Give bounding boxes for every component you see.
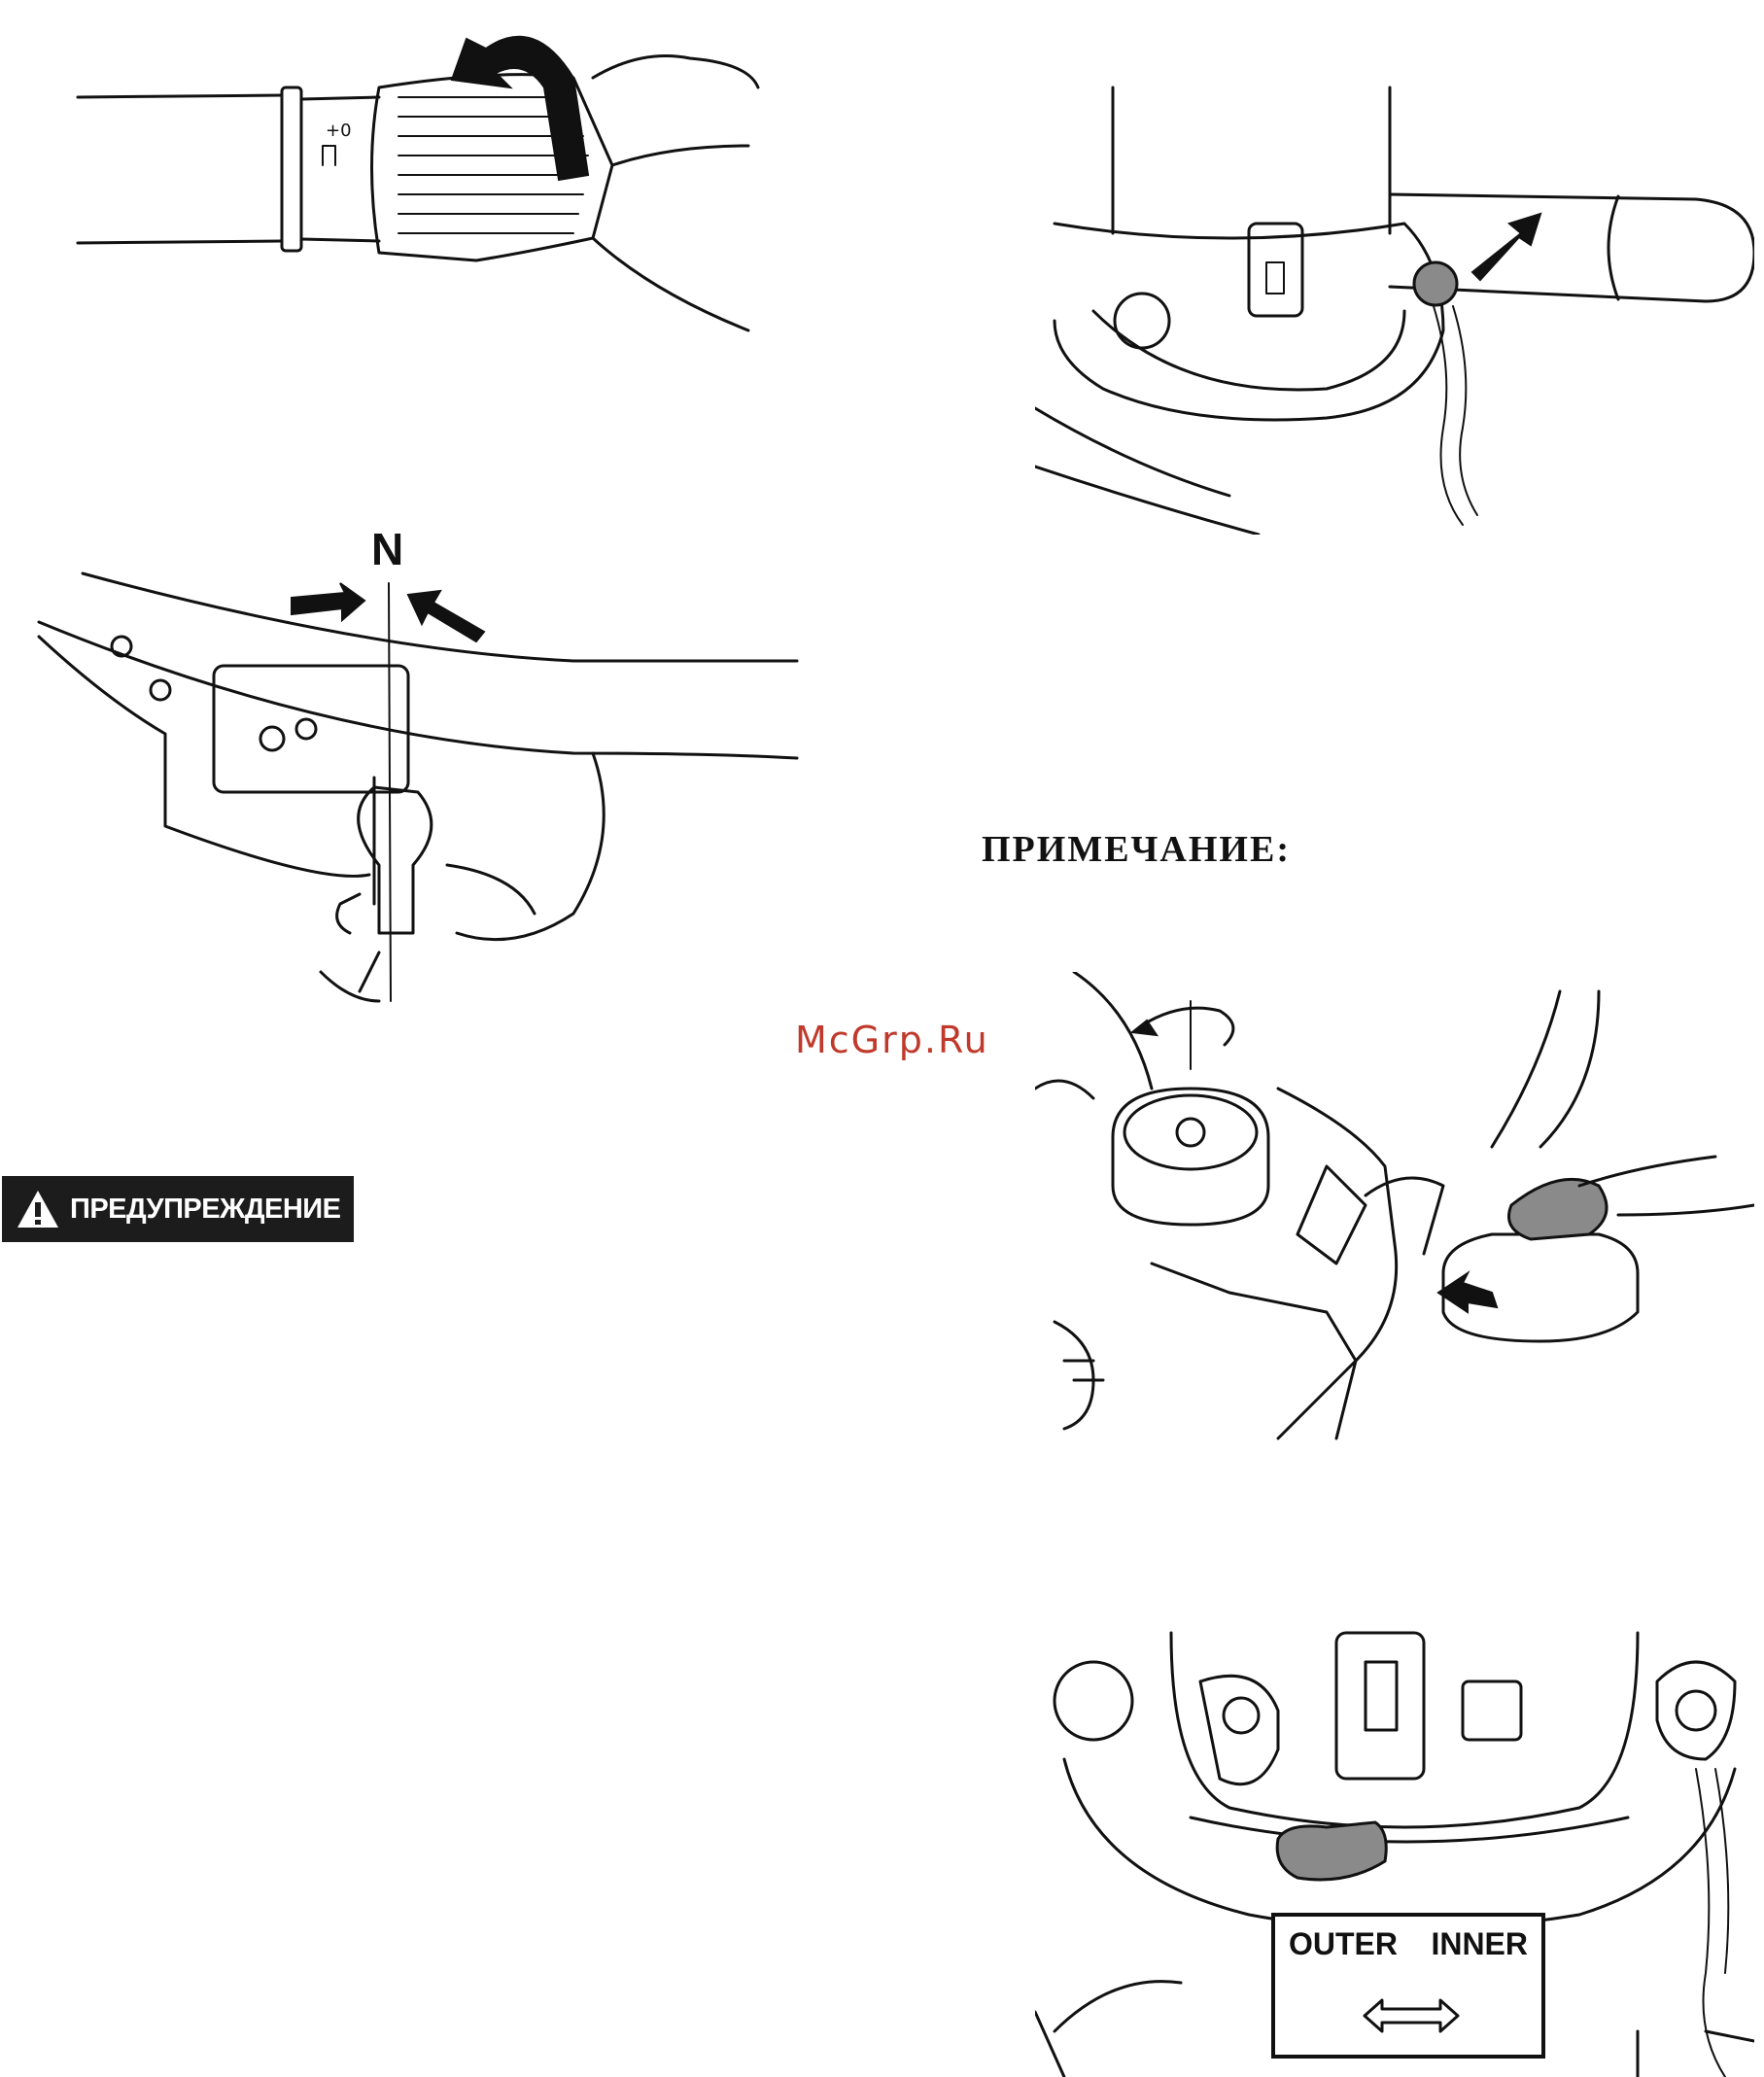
warning-badge: ПРЕДУПРЕЖДЕНИЕ [2,1176,354,1242]
warning-triangle-icon [16,1189,60,1229]
outer-label: OUTER [1289,1926,1398,1962]
watermark: McGrp.Ru [795,1019,989,1061]
throttle-grip-illustration: +0 [68,19,768,340]
shift-lever-neutral-illustration [29,544,807,1011]
inner-label: INNER [1431,1926,1528,1962]
double-arrow-icon [1363,1996,1460,2035]
warning-label: ПРЕДУПРЕЖДЕНИЕ [70,1194,340,1226]
svg-text:+0: +0 [326,121,352,141]
fuel-tank-cap-illustration [1035,972,1754,1448]
note-heading: ПРИМЕЧАНИЕ: [982,828,1291,871]
neutral-mark-label: N [371,523,403,575]
outer-inner-label-box: OUTER INNER [1271,1913,1545,2059]
stop-switch-clip-illustration [1035,78,1754,535]
